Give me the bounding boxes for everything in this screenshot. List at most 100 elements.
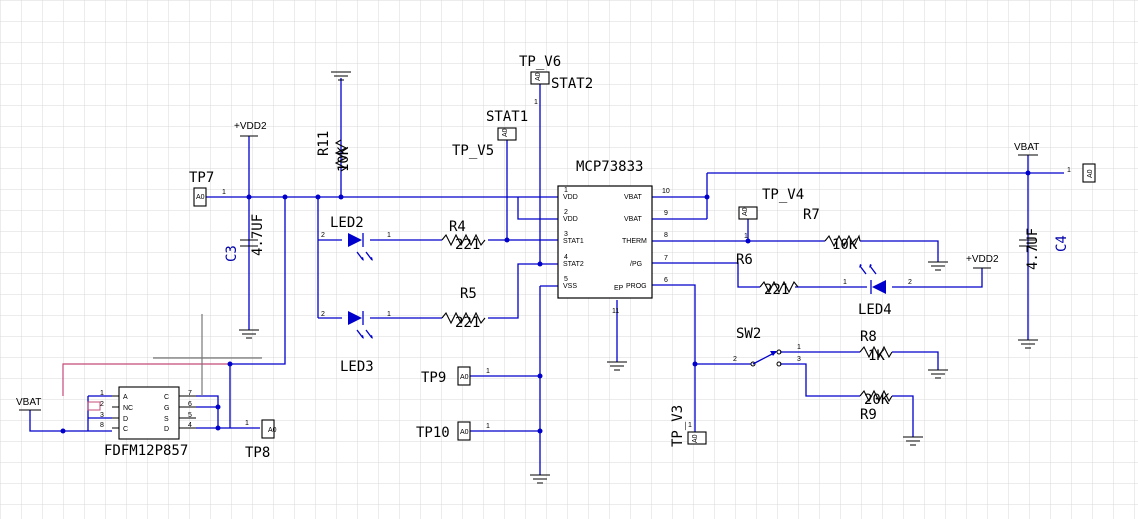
led3-ref: LED3 <box>340 359 374 375</box>
ic-pin-num-r3: 8 <box>664 232 668 239</box>
tp9-pin1: 1 <box>486 368 490 375</box>
led-led2[interactable]: LED2 2 1 <box>321 215 391 261</box>
switch-sw2[interactable]: SW2 2 1 3 <box>733 326 801 367</box>
ic-pin-name-l3: STAT1 <box>563 238 584 245</box>
tp9-ref: TP9 <box>421 370 446 386</box>
ic-pin-name-l5: VSS <box>563 283 577 290</box>
mosfet-pin-num-r4: 4 <box>188 422 192 429</box>
mosfet-pin-name-r1: C <box>164 394 169 401</box>
vbat-tp-pin1: 1 <box>1067 167 1071 174</box>
tp-v6-ref: TP_V6 <box>519 54 561 70</box>
ic-pin-name-r3: THERM <box>622 238 647 245</box>
testpoint-tp-v3[interactable]: A0 TP_V3 1 <box>670 405 707 447</box>
r5-ref: R5 <box>460 286 477 302</box>
ic-pin-name-l2: VDD <box>563 216 578 223</box>
r6-value: 221 <box>764 282 789 298</box>
sw2-pin1: 1 <box>797 344 801 351</box>
led4-ref: LED4 <box>858 302 892 318</box>
resistor-r6[interactable]: R6 221 <box>736 252 799 298</box>
tp-v4-pin-label: A0 <box>742 207 749 216</box>
ic-mcp73833[interactable]: MCP73833 VDD VDD STAT1 STAT2 VSS 1 2 3 4… <box>557 159 670 315</box>
mosfet-fdfm12p857[interactable]: A NC D C C G S D 1 2 3 8 7 6 5 4 FDFM12P… <box>100 386 196 459</box>
sw2-ref: SW2 <box>736 326 761 342</box>
mosfet-pin-num-l4: 8 <box>100 422 104 429</box>
testpoint-tp-v6[interactable]: A0 TP_V6 STAT2 1 <box>519 54 593 106</box>
mosfet-pin-name-l1: A <box>123 394 128 401</box>
ic-pin-num-l1: 1 <box>564 187 568 194</box>
resistor-r5[interactable]: R5 221 <box>441 286 486 331</box>
r9-ref: R9 <box>860 407 877 423</box>
led3-pin2: 2 <box>321 311 325 318</box>
vbat-tp-pin-label: A0 <box>1087 169 1094 178</box>
ic-pin-num-r1: 10 <box>662 188 670 195</box>
tp-v4-ref: TP_V4 <box>762 187 804 203</box>
ic-name: MCP73833 <box>576 159 643 175</box>
r11-ref: R11 <box>316 131 332 156</box>
r4-ref: R4 <box>449 219 466 235</box>
mosfet-pin-num-l2: 2 <box>100 401 104 408</box>
r8-value: 1K <box>868 348 885 364</box>
mosfet-name: FDFM12P857 <box>104 443 188 459</box>
r5-value: 221 <box>455 315 480 331</box>
ic-pin-num-l5: 5 <box>564 276 568 283</box>
tp10-ref: TP10 <box>416 425 450 441</box>
ic-pin-num-r2: 9 <box>664 210 668 217</box>
ic-pin-num-l3: 3 <box>564 231 568 238</box>
ic-pin-num-l4: 4 <box>564 254 568 261</box>
r7-value: 10K <box>832 237 858 253</box>
tp-v3-pin1: 1 <box>688 422 692 429</box>
mosfet-pin-num-l3: 3 <box>100 412 104 419</box>
testpoint-tp10[interactable]: A0 TP10 1 <box>416 421 490 441</box>
tp8-pin-label: A0 <box>268 427 277 434</box>
tp-v6-pin1: 1 <box>534 99 538 106</box>
ic-pin-name-r4: /PG <box>630 261 642 268</box>
ic-pin-name-l4: STAT2 <box>563 261 584 268</box>
resistor-r9[interactable]: 20K R9 <box>859 389 893 423</box>
junction-dots <box>60 170 1031 434</box>
led-led4[interactable]: LED4 1 2 <box>843 264 912 318</box>
tp-v3-pin-label: A0 <box>692 434 699 443</box>
power-vbat-left: VBAT <box>16 397 41 411</box>
tp7-pin-label: A0 <box>196 194 205 201</box>
testpoint-tp7[interactable]: A0 TP7 1 <box>189 170 226 207</box>
testpoint-tp8[interactable]: A0 TP8 1 <box>245 419 277 461</box>
tp8-ref: TP8 <box>245 445 270 461</box>
ic-pin-num-r5: 6 <box>664 277 668 284</box>
tp-v6-pin-label: A0 <box>535 72 542 81</box>
tp-v3-ref: TP_V3 <box>670 405 686 447</box>
tp8-pin1: 1 <box>245 420 249 427</box>
resistor-r8[interactable]: R8 1K <box>859 329 893 364</box>
power-vbat-right: VBAT <box>1014 142 1039 156</box>
led4-pin2: 2 <box>908 279 912 286</box>
ic-body <box>557 185 653 299</box>
led2-ref: LED2 <box>330 215 364 231</box>
ic-ep-label: EP <box>614 285 624 292</box>
testpoint-tp-v4[interactable]: A0 TP_V4 1 <box>738 187 804 240</box>
testpoint-vbat-right[interactable]: A0 1 <box>1067 163 1096 183</box>
resistor-r11[interactable]: R11 10K <box>316 131 352 172</box>
mosfet-pin-num-r3: 5 <box>188 412 192 419</box>
testpoint-tp-v5[interactable]: A0 TP_V5 STAT1 <box>452 109 528 159</box>
ic-pin-name-r5: PROG <box>626 283 647 290</box>
mosfet-pin-name-r3: S <box>164 416 169 423</box>
sw2-pin2: 2 <box>733 356 737 363</box>
resistor-r7[interactable]: R7 10K <box>803 207 861 253</box>
ic-pin-num-l2: 2 <box>564 209 568 216</box>
led2-pin1: 1 <box>387 232 391 239</box>
tp-v5-ref: TP_V5 <box>452 143 494 159</box>
capacitor-c3[interactable]: C3 4.7UF <box>224 214 266 262</box>
vbat-left-label: VBAT <box>16 397 41 408</box>
resistor-r4[interactable]: R4 221 <box>441 219 486 253</box>
testpoint-tp9[interactable]: A0 TP9 1 <box>421 366 490 386</box>
capacitor-c4[interactable]: C4 4.7UF <box>1019 228 1070 270</box>
led2-pin2: 2 <box>321 232 325 239</box>
r7-ref: R7 <box>803 207 820 223</box>
tp7-pin1: 1 <box>222 189 226 196</box>
ic-ep-num: 11 <box>612 308 619 315</box>
r8-ref: R8 <box>860 329 877 345</box>
led-led3[interactable]: LED3 2 1 <box>321 311 391 375</box>
mosfet-pin-name-r4: D <box>164 426 169 433</box>
mosfet-pin-num-r2: 6 <box>188 401 192 408</box>
vbat-right-label: VBAT <box>1014 142 1039 153</box>
tp-v5-pin-label: A0 <box>502 128 509 137</box>
